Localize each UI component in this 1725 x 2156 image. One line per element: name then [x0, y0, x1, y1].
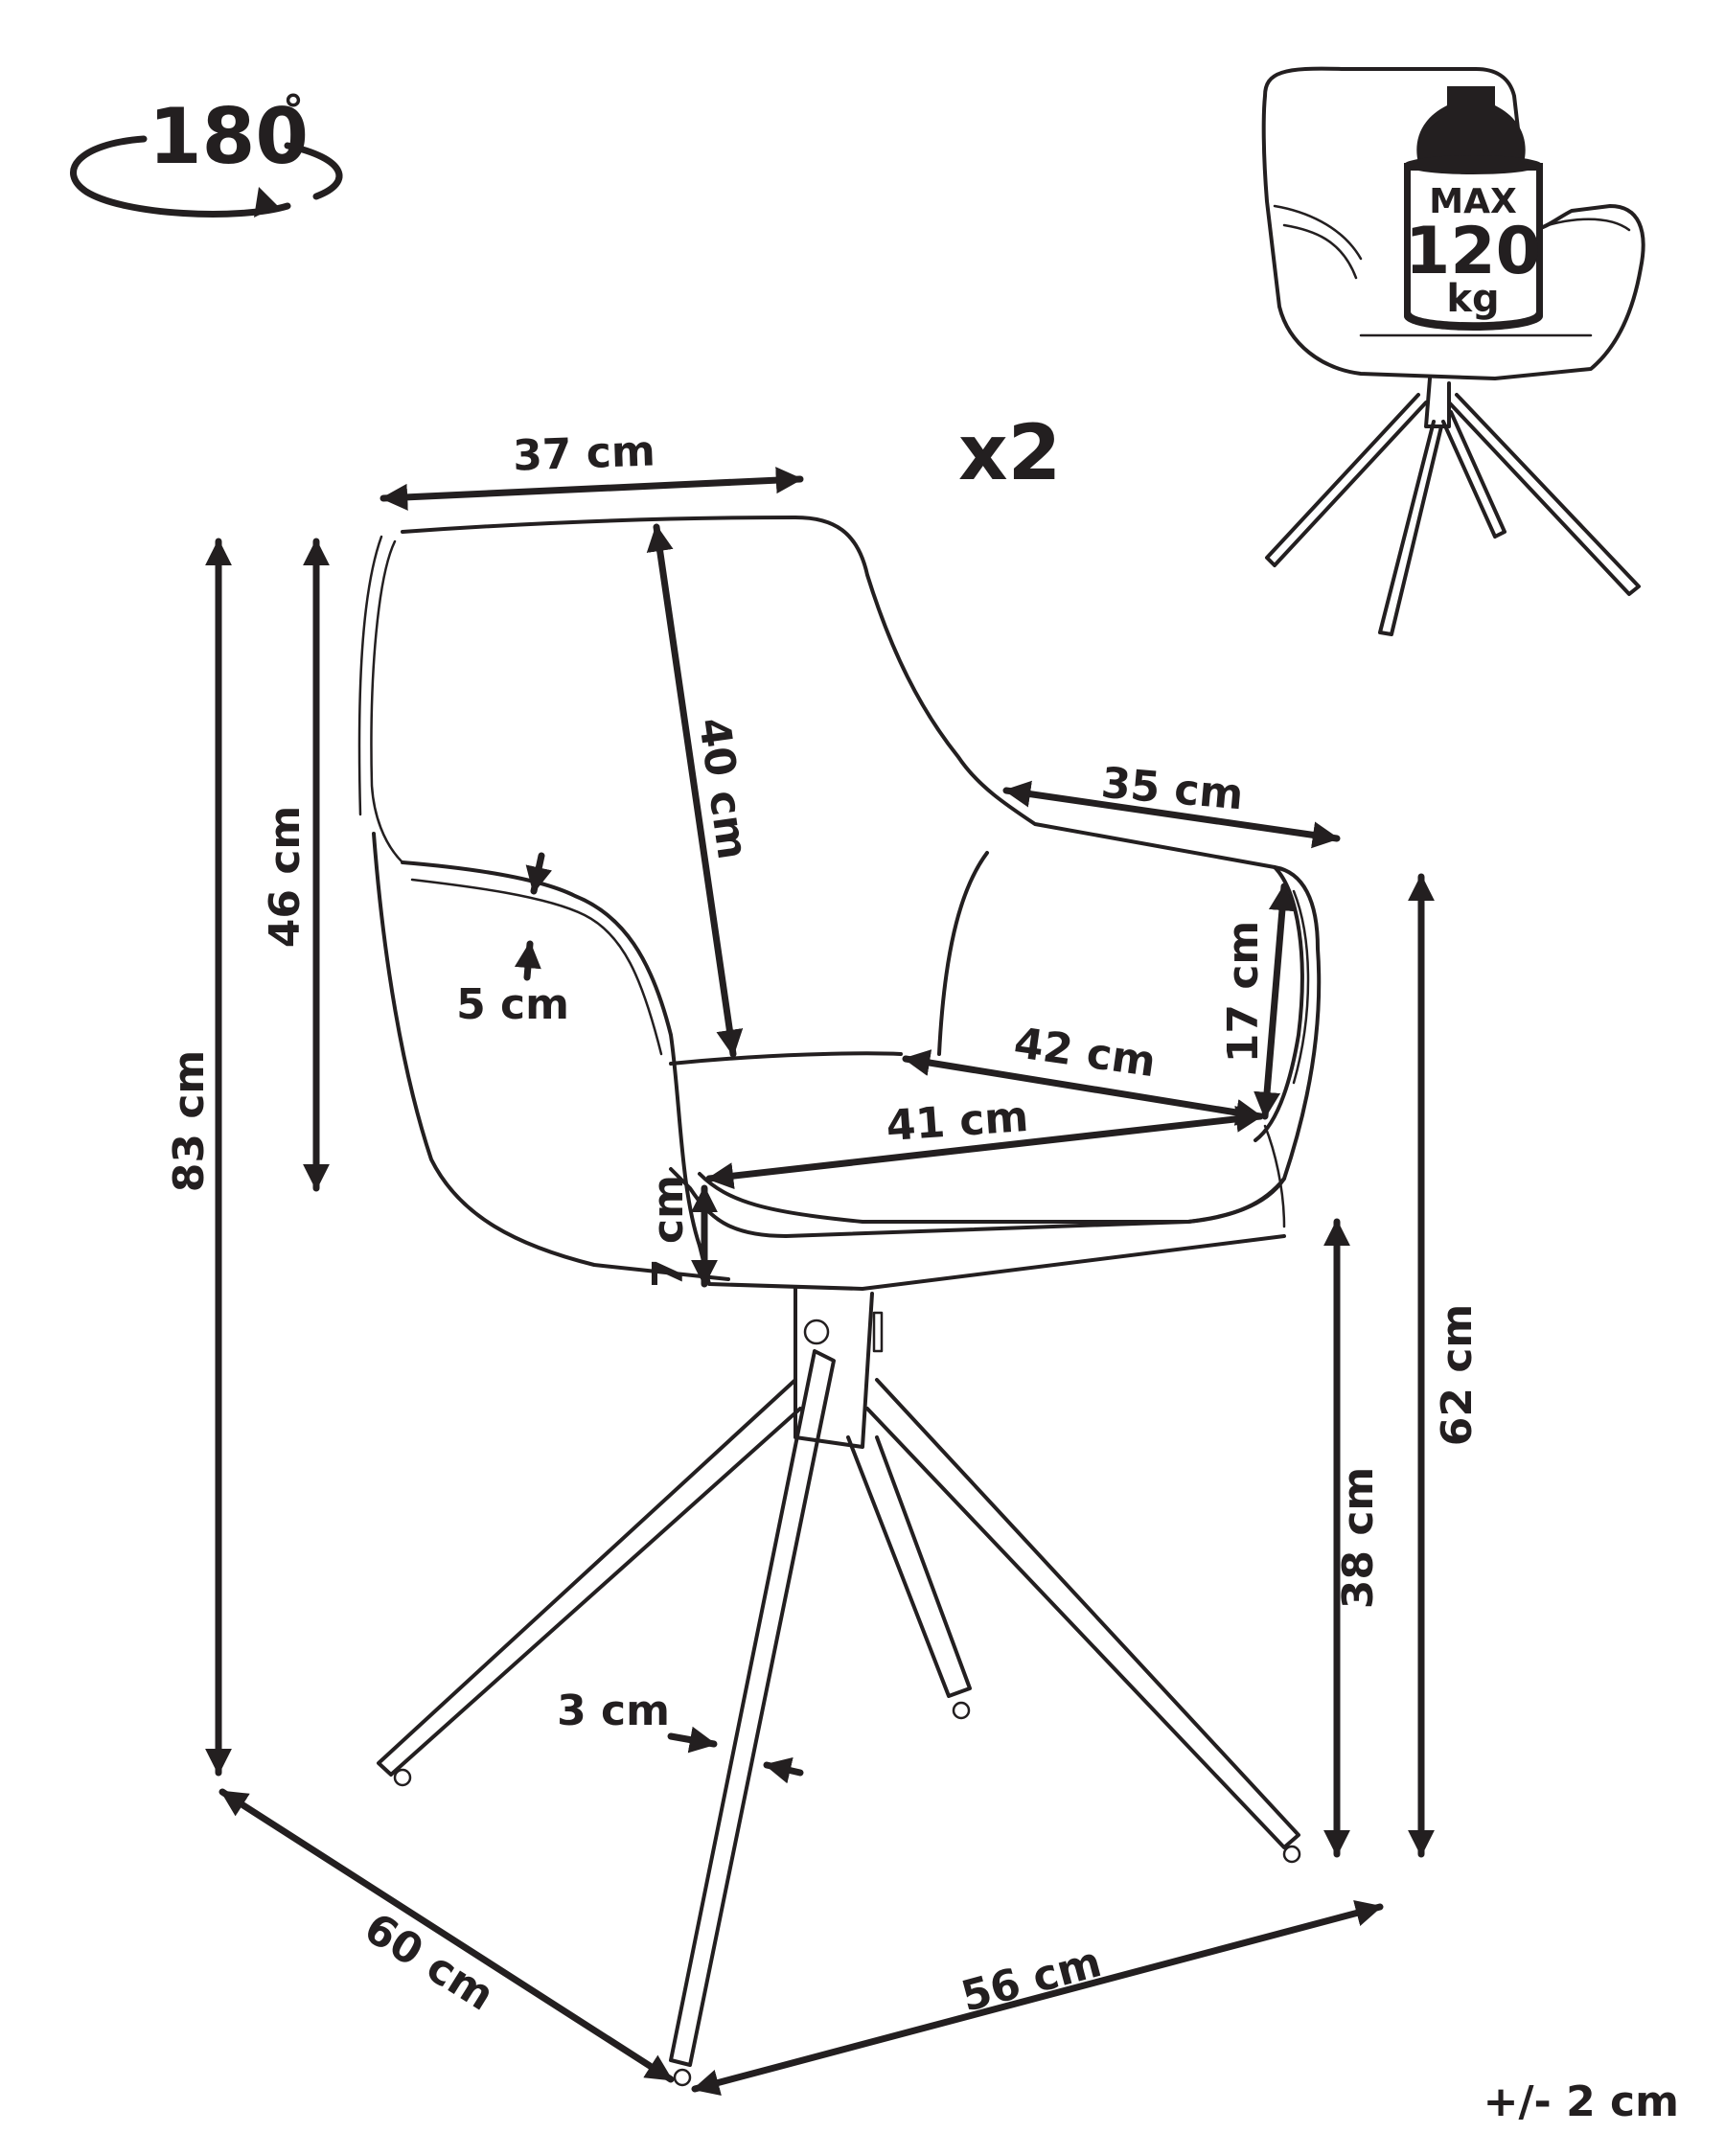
label-back-height: 46 cm: [261, 806, 310, 948]
label-seat-width: 41 cm: [885, 1092, 1030, 1151]
label-back-width: 37 cm: [512, 426, 656, 480]
quantity-label: x2: [958, 408, 1061, 497]
label-armrest-thickness: 5 cm: [456, 980, 569, 1029]
dim-leg-right-arrow: [763, 1756, 804, 1784]
rotation-unit: °: [283, 86, 304, 135]
label-armrest-floor-height: 62 cm: [1433, 1304, 1482, 1446]
dim-armrest-height: [1254, 883, 1296, 1120]
dim-width: [691, 1899, 1384, 2097]
label-total-height: 83 cm: [165, 1050, 214, 1192]
label-seat-height: 38 cm: [1334, 1467, 1383, 1609]
rotation-icon: 180 °: [70, 86, 343, 218]
dimension-lines: [205, 467, 1435, 2097]
load-capacity-illustration: MAX 120 kg: [1261, 66, 1645, 636]
dim-leg-left-arrow: [667, 1726, 718, 1754]
max-label: MAX: [1429, 182, 1517, 221]
label-seat-thickness: 7 cm: [644, 1175, 693, 1288]
rotation-value: 180: [149, 92, 309, 181]
dim-seat-width: [705, 1105, 1264, 1190]
dim-depth: [218, 1788, 675, 2083]
dim-armrest-length: [1002, 780, 1341, 849]
dim-back-depth: [646, 523, 744, 1058]
tolerance-note: +/- 2 cm: [1484, 2077, 1679, 2126]
dim-back-width: [380, 467, 804, 511]
dim-armrest-bottom-arrow: [514, 940, 541, 981]
max-load-unit: kg: [1446, 277, 1499, 321]
chair-outline: [357, 516, 1322, 2087]
max-load-value: 120: [1405, 214, 1541, 289]
dim-armrest-top-arrow: [525, 852, 553, 895]
label-armrest-height: 17 cm: [1219, 921, 1268, 1063]
label-leg-width: 3 cm: [557, 1686, 670, 1735]
label-width: 56 cm: [956, 1938, 1107, 2022]
